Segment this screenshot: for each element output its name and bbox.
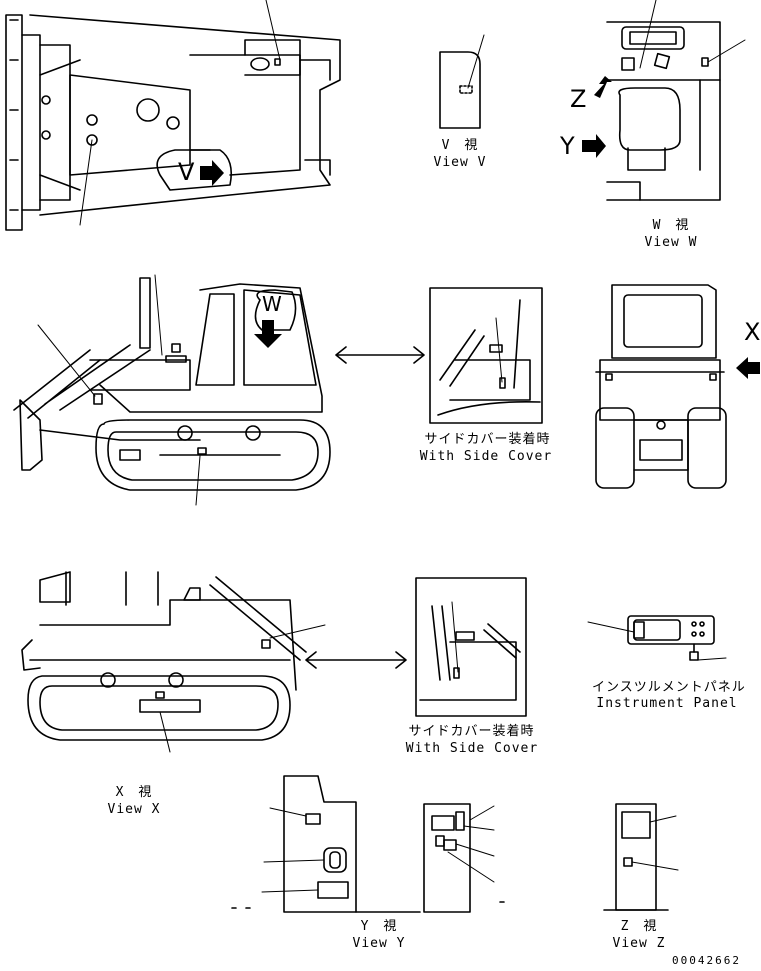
double-arrow-icon-2: [305, 651, 407, 669]
view-z-caption-jp: Z 視: [620, 919, 658, 934]
view-w-marker: W: [262, 292, 282, 316]
view-w-arrow-icon: [254, 320, 282, 348]
sheet-number: 00042662: [672, 954, 741, 967]
view-x-marker: X: [744, 318, 761, 346]
view-y-caption-jp: Y 視: [360, 919, 398, 934]
dozer-left-side-view: [21, 571, 326, 753]
view-w-caption-jp: W 視: [652, 218, 690, 233]
view-x-detail: [595, 284, 727, 489]
instrument-panel-detail: [587, 615, 727, 661]
view-w-caption-en: View W: [644, 235, 698, 250]
view-y-caption-en: View Y: [352, 936, 406, 951]
side-cover-caption-jp-1: サイドカバー装着時: [424, 432, 551, 447]
double-arrow-icon: [335, 346, 425, 364]
side-cover-detail-bottom: [415, 577, 527, 717]
view-z-detail: [603, 803, 679, 911]
view-x-caption-jp: X 視: [115, 785, 153, 800]
view-v-caption-jp: V 視: [441, 138, 479, 153]
view-v-caption-en: View V: [433, 155, 487, 170]
view-v-arrow-icon: [200, 160, 224, 186]
view-y-marker: Y: [560, 132, 575, 160]
view-x-arrow-icon: [736, 357, 760, 379]
view-y-detail: [231, 775, 505, 913]
side-cover-caption-jp-2: サイドカバー装着時: [408, 724, 535, 739]
view-y-arrow-icon: [582, 134, 606, 158]
side-cover-detail-top: [429, 287, 543, 424]
dozer-side-view: [13, 274, 331, 506]
dozer-top-view: [5, 0, 341, 231]
instrument-panel-caption-jp: インスツルメントパネル: [592, 680, 746, 695]
instrument-panel-caption-en: Instrument Panel: [596, 696, 738, 711]
view-x-caption-en: View X: [107, 802, 161, 817]
side-cover-caption-en-2: With Side Cover: [405, 741, 539, 756]
view-z-arrow-icon: [594, 76, 612, 98]
view-v-detail: [439, 34, 485, 129]
view-z-marker: Z: [570, 85, 587, 113]
side-cover-caption-en-1: With Side Cover: [419, 449, 553, 464]
view-v-marker: V: [178, 158, 195, 186]
view-z-caption-en: View Z: [612, 936, 666, 951]
view-w-detail: [606, 0, 746, 201]
